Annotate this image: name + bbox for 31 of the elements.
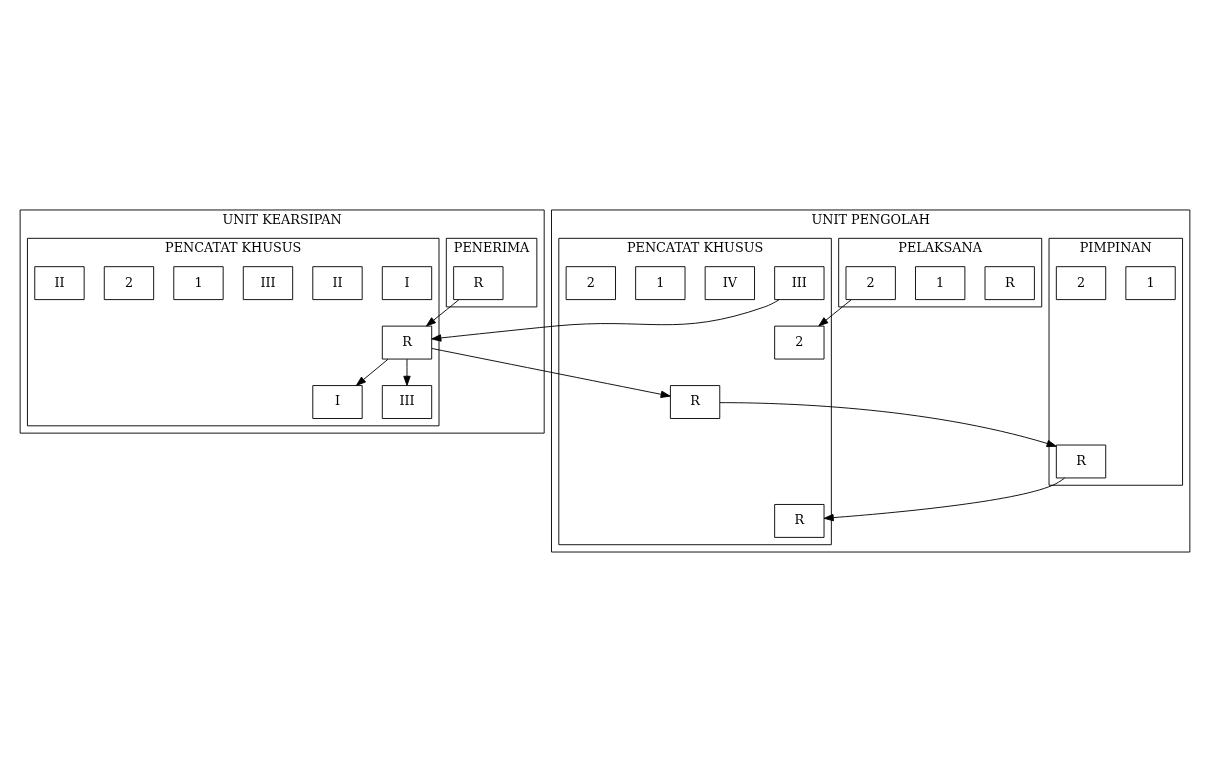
arrow	[431, 348, 671, 398]
node-box: R	[774, 504, 825, 538]
node-box: II	[34, 266, 85, 301]
node-box: 2	[774, 325, 825, 360]
node-box: 1	[1125, 266, 1176, 301]
node-box: R	[453, 266, 504, 301]
node-box: R	[1055, 444, 1107, 479]
arrow	[818, 299, 852, 327]
arrow	[431, 299, 780, 342]
arrow	[403, 358, 411, 386]
arrow	[356, 358, 389, 386]
node-box: R	[381, 325, 433, 360]
node-box: IV	[704, 266, 755, 301]
node-box: 2	[845, 266, 896, 301]
node-box: 2	[565, 266, 616, 301]
node-box: III	[242, 266, 294, 301]
node-box: R	[669, 385, 721, 419]
node-box: III	[774, 266, 825, 301]
node-box: 1	[173, 266, 224, 301]
arrow	[719, 402, 1057, 448]
node-box: I	[312, 385, 363, 419]
node-box: III	[381, 385, 433, 419]
node-box: 2	[103, 266, 155, 301]
arrow	[426, 299, 460, 327]
node-box: II	[312, 266, 363, 301]
node-box: I	[381, 266, 433, 301]
node-box: 1	[915, 266, 966, 301]
node-box: 1	[635, 266, 686, 301]
node-box: 2	[1055, 266, 1107, 301]
node-box: R	[984, 266, 1035, 301]
arrow	[823, 477, 1066, 522]
